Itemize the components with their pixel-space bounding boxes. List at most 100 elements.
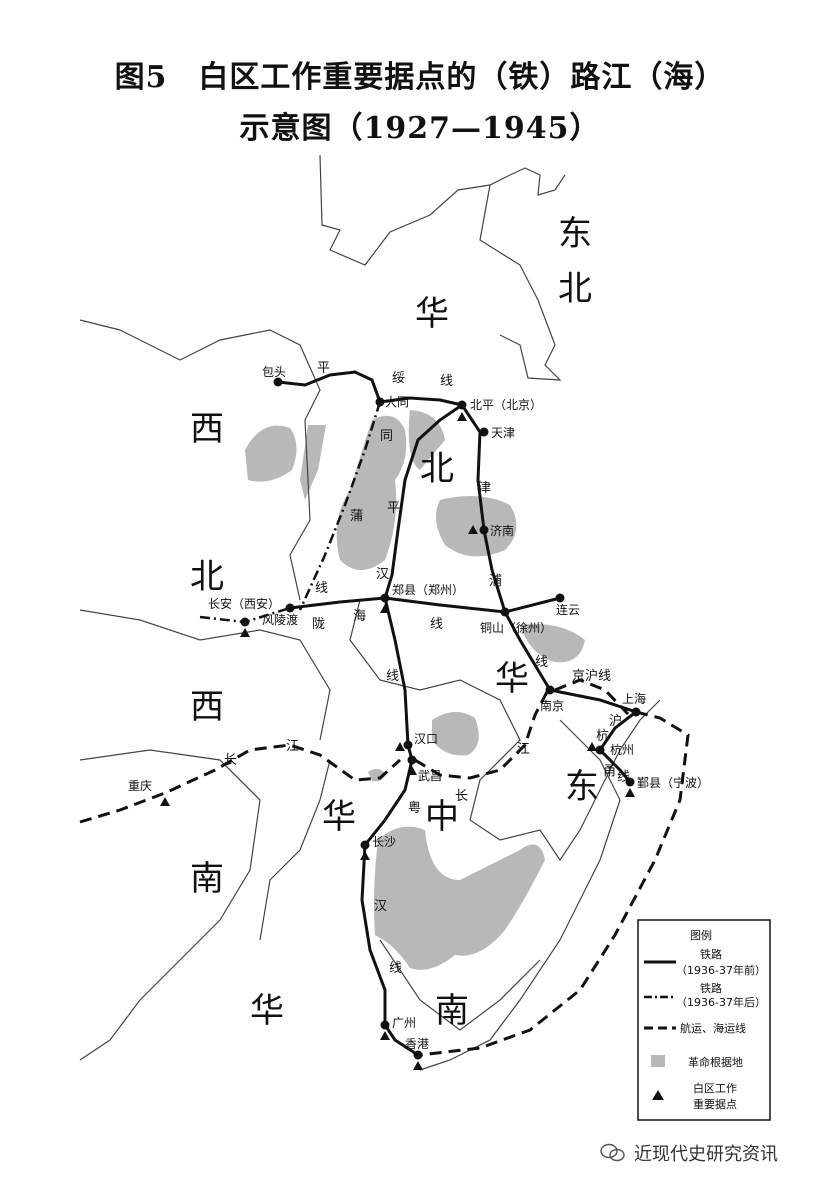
region-label-huanan-1: 华 — [250, 991, 284, 1031]
region-label-huadong-2: 东 — [565, 767, 599, 807]
line-label-sui: 绥 — [392, 371, 405, 386]
city-marker-fenglingdu — [285, 603, 295, 613]
line-label-hu: 沪 — [609, 713, 622, 729]
line-label-xian3: 线 — [535, 655, 548, 670]
region-label-xibei-2: 北 — [190, 557, 224, 597]
city-label-wuchang: 武昌 — [418, 769, 442, 783]
city-marker-hangzhou — [595, 745, 605, 755]
legend-railway-before: 铁路 — [700, 948, 722, 961]
map-title-line1: 图5 白区工作重要据点的（铁）路江（海） — [114, 60, 726, 95]
line-label-xian2: 线 — [315, 581, 328, 596]
city-label-hangzhou: 杭州 — [610, 742, 634, 757]
line-label-han: 汉 — [376, 567, 389, 582]
city-label-datong: 大同 — [385, 395, 409, 409]
line-labels: 平 绥 线 同 蒲 平 线 津 浦 线 汉 线 陇 海 线 京沪线 沪 杭 甬 … — [224, 361, 630, 976]
city-label-hankou: 汉口 — [414, 732, 438, 746]
stronghold-icon-zhengxian — [380, 604, 390, 613]
city-markers — [240, 377, 641, 1060]
jingping-railway — [383, 403, 463, 599]
line-label-xian4: 线 — [386, 669, 399, 684]
city-label-beiping: 北平（北京） — [470, 398, 542, 412]
legend-title: 图例 — [690, 928, 712, 942]
stronghold-icon-changan — [240, 628, 250, 637]
line-label-chang2: 长 — [455, 789, 468, 804]
city-marker-beiping — [457, 400, 467, 410]
stronghold-icon-jinan — [468, 525, 478, 534]
watermark-text: 近现代史研究资讯 — [634, 1144, 778, 1165]
line-label-hai: 海 — [353, 609, 366, 624]
line-label-jin: 津 — [478, 481, 491, 496]
stronghold-icon-changsha — [360, 851, 370, 860]
region-label-huadong-1: 华 — [495, 659, 529, 699]
line-label-chang: 长 — [224, 753, 237, 768]
base-area-shaanxi — [245, 425, 297, 482]
city-marker-guangzhou — [380, 1020, 390, 1030]
stronghold-icon-wuchang — [407, 766, 417, 775]
city-marker-tianjin — [479, 427, 489, 437]
jinghan-railway — [383, 597, 414, 761]
city-label-tianjin: 天津 — [491, 426, 515, 440]
region-labels: 东 北 华 北 西 北 西 南 华 东 华 中 华 南 — [190, 214, 599, 1031]
city-marker-tongshan — [500, 607, 510, 617]
city-label-baotou: 包头 — [262, 365, 286, 379]
city-marker-shanghai — [631, 707, 641, 717]
map-title-line2: 示意图（1927—1945） — [239, 111, 601, 146]
stronghold-icon-yinxian — [625, 788, 635, 797]
city-marker-xianggang — [413, 1050, 423, 1060]
base-area-ewan — [432, 711, 479, 756]
region-label-huanan-2: 南 — [435, 991, 469, 1031]
city-marker-hankou — [403, 740, 413, 750]
city-labels: 包头 大同 北平（北京） 天津 济南 连云 郑县（郑州） 铜山（徐州） 长安（西… — [128, 365, 709, 1051]
legend-railway-before-sub: （1936-37年前） — [676, 963, 766, 977]
tongpu-railway — [298, 401, 382, 611]
region-label-dongbei-2: 北 — [558, 269, 592, 309]
region-label-huabei-1: 华 — [415, 294, 449, 334]
stronghold-icon-chongqing — [160, 797, 170, 806]
city-label-chongqing: 重庆 — [128, 779, 152, 793]
stronghold-icon-hankou — [395, 742, 405, 751]
base-area-taihang — [336, 415, 407, 570]
region-label-huazhong-1: 华 — [322, 797, 356, 837]
border-south-inner — [259, 759, 331, 941]
border-inner-south — [379, 939, 541, 1031]
wechat-icon — [600, 1143, 625, 1162]
legend-stronghold-icon — [652, 1090, 664, 1100]
line-label-jiang: 江 — [286, 739, 299, 754]
legend-railway-after-sub: （1936-37年后） — [676, 995, 766, 1009]
line-label-jinghu: 京沪线 — [572, 668, 611, 684]
base-area-xiang-gan — [374, 826, 545, 970]
city-label-lianyun: 连云 — [556, 602, 580, 617]
city-marker-nanjing — [545, 685, 555, 695]
border-west-upper — [79, 319, 321, 601]
border-southwest — [79, 749, 261, 1061]
city-label-changan: 长安（西安） — [208, 596, 280, 611]
city-marker-changan — [240, 617, 250, 627]
legend-base: 革命根据地 — [688, 1055, 743, 1069]
city-label-xianggang: 香港 — [405, 1037, 429, 1051]
yangtze-upper-route — [79, 743, 402, 824]
city-label-zhengxian: 郑县（郑州） — [392, 582, 464, 597]
stronghold-icon-xianggang — [413, 1061, 423, 1070]
city-marker-datong — [375, 397, 385, 407]
line-label-xian: 线 — [440, 374, 453, 389]
city-marker-wuchang — [407, 755, 417, 765]
base-area-subei — [520, 624, 585, 663]
yangtze-lower-route — [414, 689, 550, 780]
region-label-xinan-1: 西 — [190, 687, 224, 727]
line-label-long: 陇 — [312, 617, 325, 632]
line-label-xian7: 线 — [389, 961, 402, 976]
line-label-tong: 同 — [380, 429, 393, 444]
line-label-yong: 甬 — [603, 764, 616, 779]
railways-before — [277, 370, 637, 1057]
shipping-routes — [79, 678, 690, 1057]
region-label-xibei-1: 西 — [190, 409, 224, 449]
city-label-tongshan: 铜山（徐州） — [480, 620, 552, 635]
border-west-mid — [79, 609, 331, 741]
city-label-nanjing: 南京 — [540, 698, 564, 713]
line-label-yue: 粤 — [408, 800, 421, 816]
line-label-han2: 汉 — [374, 899, 387, 914]
legend-box — [637, 919, 771, 1121]
legend-base-symbol — [651, 1055, 665, 1067]
border-central — [349, 599, 661, 862]
